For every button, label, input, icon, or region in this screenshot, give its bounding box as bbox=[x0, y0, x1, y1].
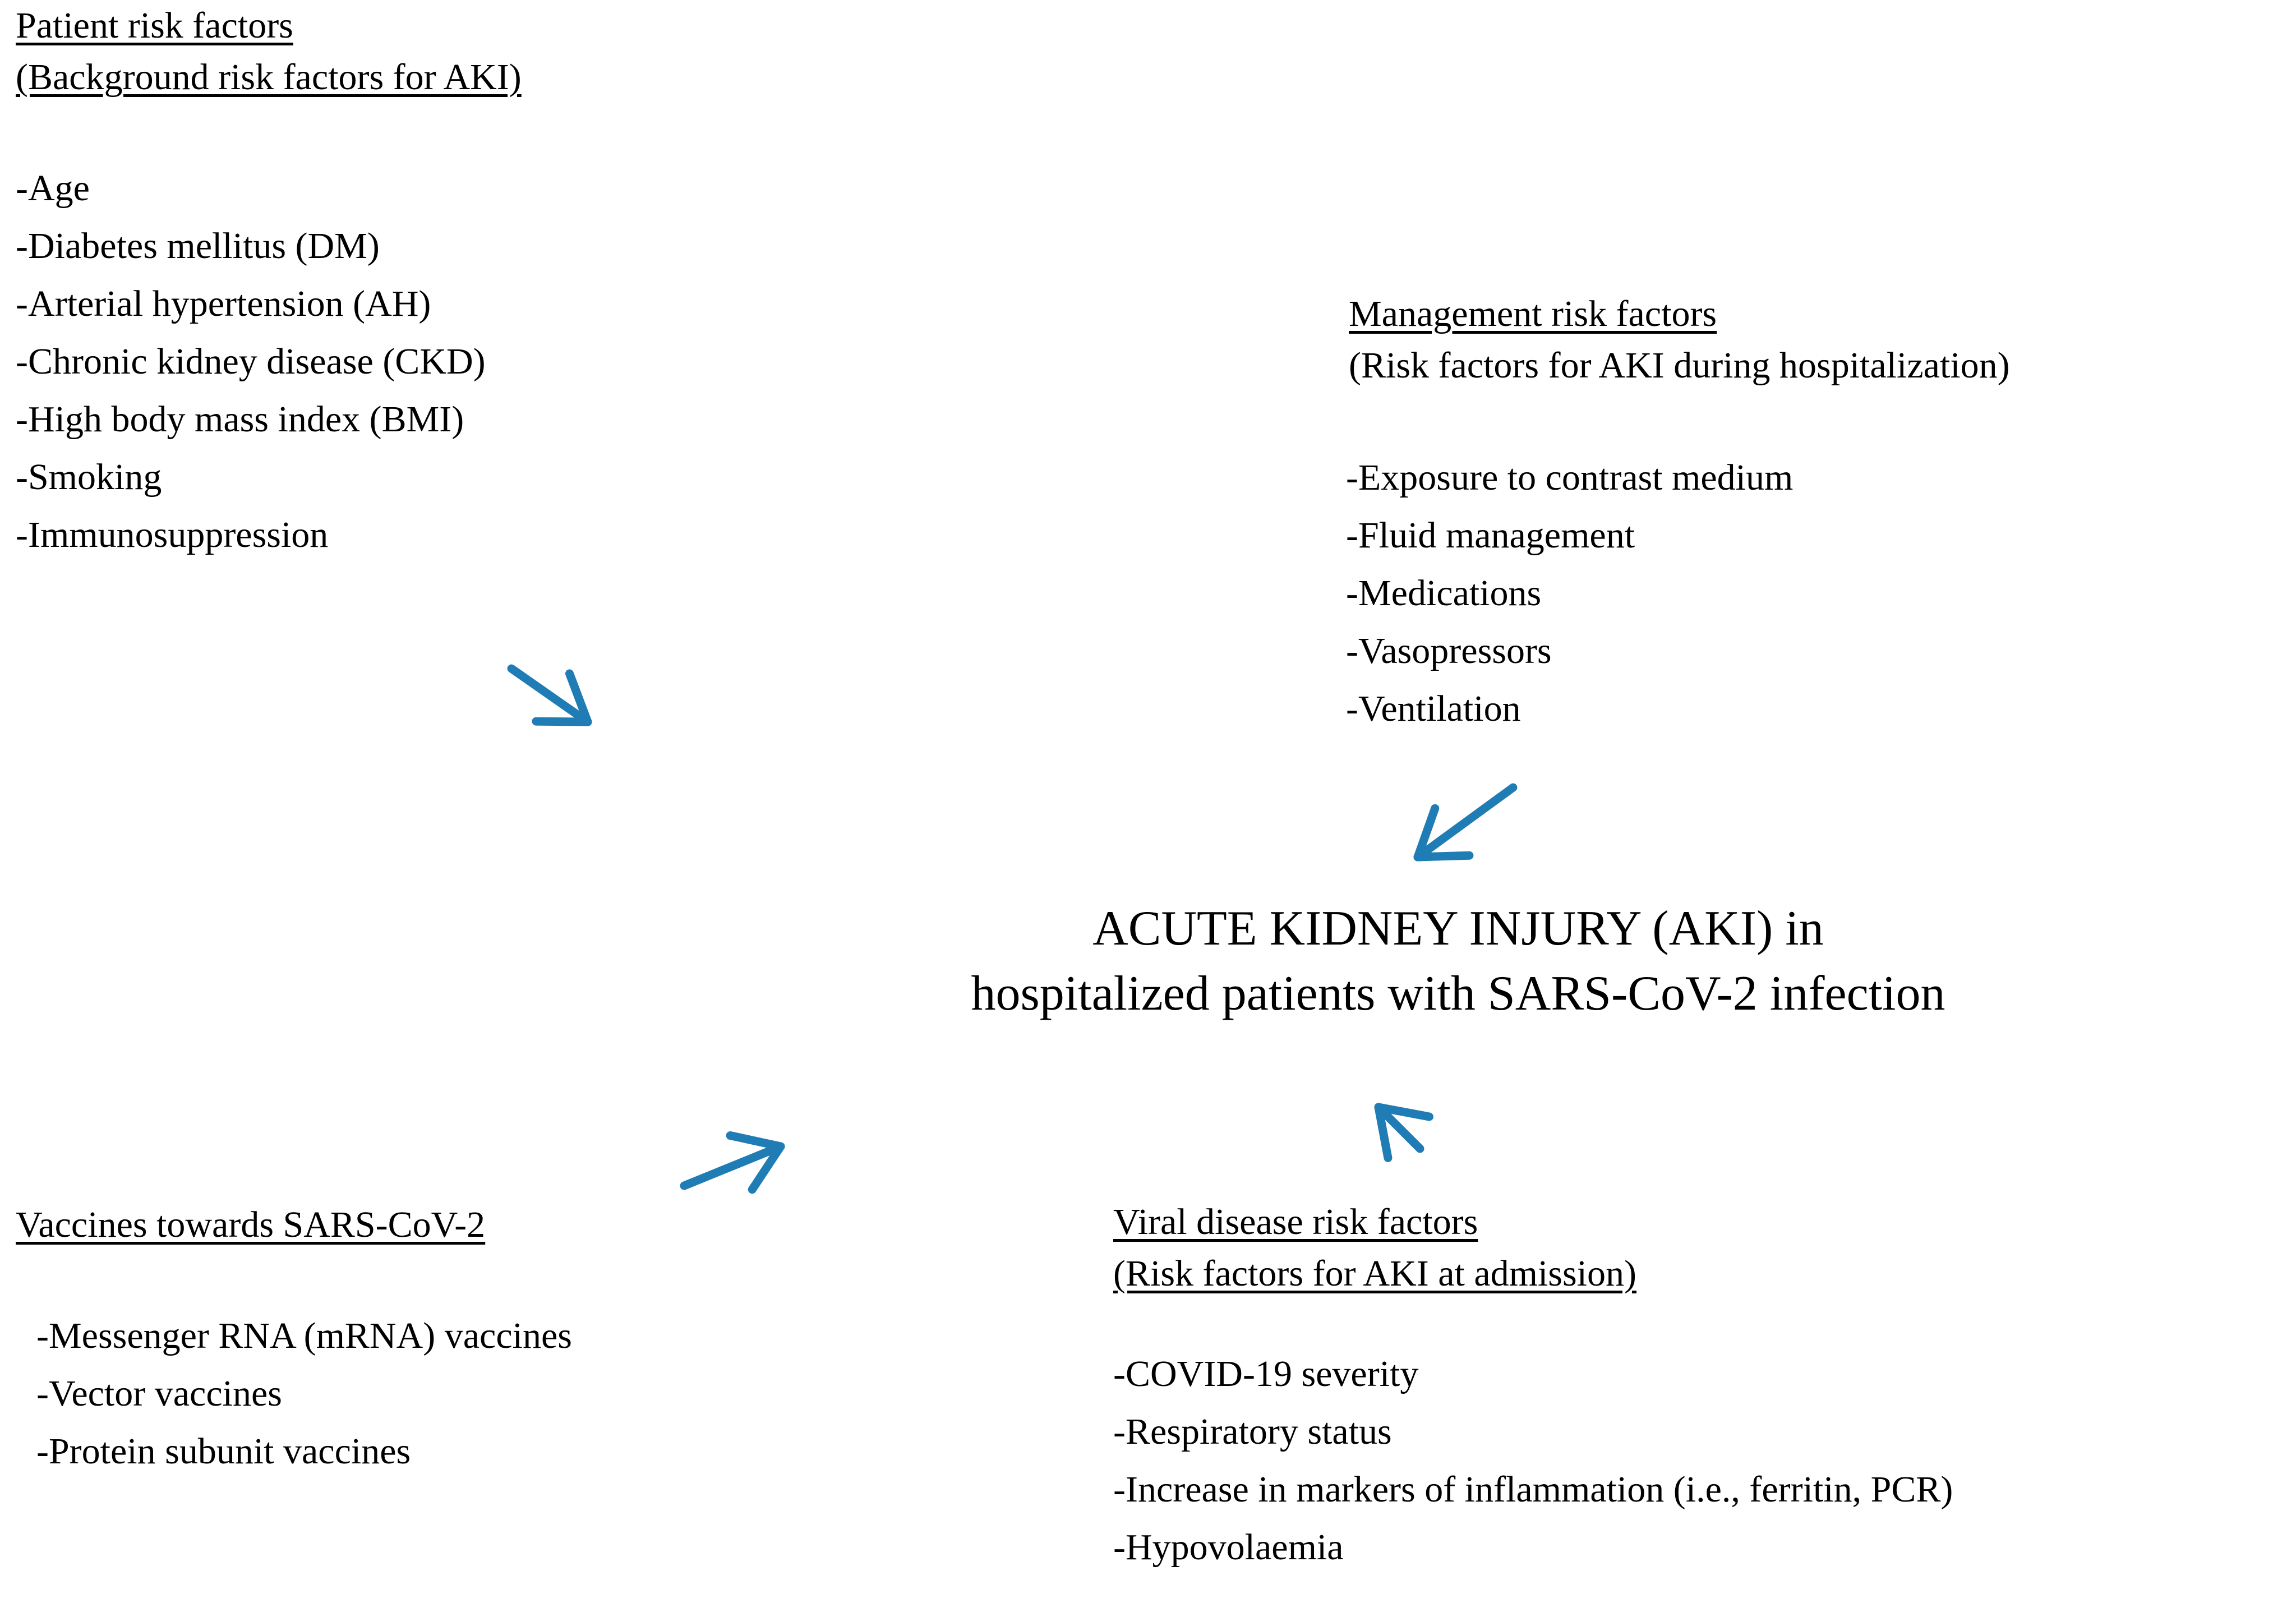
list-item: -Smoking bbox=[16, 457, 162, 498]
viral-disease-risk-factors-block: Viral disease risk factors (Risk factors… bbox=[1113, 1196, 1636, 1300]
arrow-viral-to-center-barb-1 bbox=[1374, 1103, 1393, 1162]
list-item: -Respiratory status bbox=[1113, 1411, 1392, 1452]
list-item: -Increase in markers of inflammation (i.… bbox=[1113, 1469, 1953, 1510]
list-item: -Vector vaccines bbox=[36, 1373, 282, 1414]
list-item: -Arterial hypertension (AH) bbox=[16, 283, 431, 324]
list-item: -Ventilation bbox=[1346, 688, 1521, 729]
list-item: -Hypovolaemia bbox=[1113, 1527, 1344, 1568]
arrow-management-to-center-shaft bbox=[1413, 783, 1518, 862]
arrow-vaccines-to-center-barb-1 bbox=[726, 1131, 785, 1151]
arrow-viral-to-center-barb-0 bbox=[1374, 1103, 1433, 1121]
patient-risk-factors-subheading: (Background risk factors for AKI) bbox=[16, 57, 522, 98]
arrow-vaccines-to-center-shaft bbox=[680, 1142, 785, 1190]
management-risk-factors-block: Management risk factors (Risk factors fo… bbox=[1349, 288, 2010, 392]
page-title-line-2: hospitalized patients with SARS-CoV-2 in… bbox=[971, 966, 1945, 1021]
page-title: ACUTE KIDNEY INJURY (AKI) in hospitalize… bbox=[662, 896, 2254, 1026]
patient-risk-factors-list: -Age -Diabetes mellitus (DM) -Arterial h… bbox=[16, 159, 486, 564]
arrow-patient-to-center-barb-1 bbox=[565, 669, 592, 726]
management-risk-factors-heading: Management risk factors bbox=[1349, 293, 1717, 334]
viral-disease-risk-factors-list: -COVID-19 severity -Respiratory status -… bbox=[1113, 1345, 1953, 1576]
list-item: -Fluid management bbox=[1346, 515, 1635, 556]
vaccines-heading: Vaccines towards SARS-CoV-2 bbox=[16, 1204, 486, 1245]
list-item: -Immunosuppression bbox=[16, 514, 329, 555]
list-item: -Protein subunit vaccines bbox=[36, 1431, 411, 1472]
list-item: -Medications bbox=[1346, 573, 1542, 614]
arrow-management-to-center-barb-1 bbox=[1413, 851, 1474, 862]
arrow-vaccines-to-center-barb-0 bbox=[748, 1142, 785, 1194]
list-item: -Messenger RNA (mRNA) vaccines bbox=[36, 1315, 572, 1356]
arrow-management-to-center-barb-0 bbox=[1413, 804, 1440, 862]
arrow-patient-to-center-barb-0 bbox=[532, 717, 592, 726]
vaccines-block: Vaccines towards SARS-CoV-2 bbox=[16, 1199, 485, 1251]
management-risk-factors-subheading: (Risk factors for AKI during hospitaliza… bbox=[1349, 345, 2010, 386]
list-item: -COVID-19 severity bbox=[1113, 1353, 1419, 1394]
patient-risk-factors-heading: Patient risk factors bbox=[16, 5, 293, 46]
viral-disease-risk-factors-subheading: (Risk factors for AKI at admission) bbox=[1113, 1253, 1636, 1294]
viral-disease-risk-factors-heading: Viral disease risk factors bbox=[1113, 1201, 1478, 1242]
list-item: -Diabetes mellitus (DM) bbox=[16, 225, 380, 266]
arrow-patient-to-center-shaft bbox=[507, 664, 592, 726]
list-item: -Vasopressors bbox=[1346, 630, 1552, 671]
management-risk-factors-list: -Exposure to contrast medium -Fluid mana… bbox=[1346, 449, 1793, 738]
list-item: -Age bbox=[16, 168, 90, 209]
page-title-line-1: ACUTE KIDNEY INJURY (AKI) in bbox=[1092, 901, 1824, 956]
arrow-viral-to-center-shaft bbox=[1374, 1103, 1424, 1153]
patient-risk-factors-block: Patient risk factors (Background risk fa… bbox=[16, 0, 522, 103]
list-item: -Chronic kidney disease (CKD) bbox=[16, 341, 486, 382]
vaccines-list: -Messenger RNA (mRNA) vaccines -Vector v… bbox=[36, 1307, 572, 1480]
list-item: -High body mass index (BMI) bbox=[16, 399, 464, 440]
list-item: -Exposure to contrast medium bbox=[1346, 457, 1794, 498]
